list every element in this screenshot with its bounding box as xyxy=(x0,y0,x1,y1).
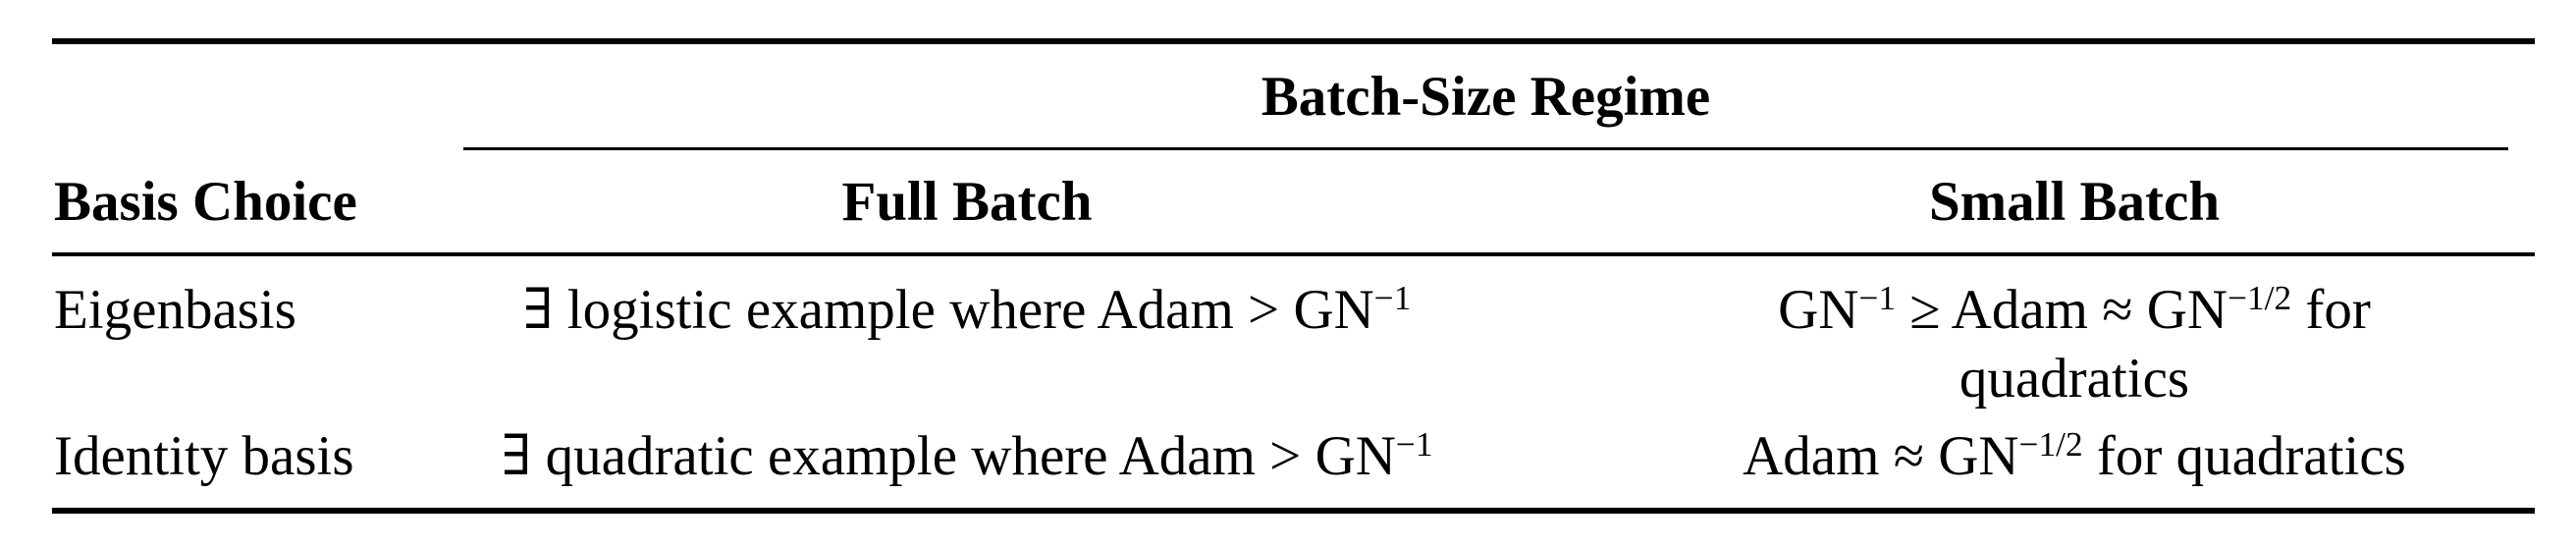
superscript-exponent: −1 xyxy=(1395,424,1433,464)
column-header-full-batch: Full Batch xyxy=(841,171,1093,233)
cell-identity-full-batch: ∃ quadratic example where Adam > GN−1 xyxy=(412,424,1522,487)
span-header-batch-size-regime: Batch-Size Regime xyxy=(1261,66,1711,128)
cell-text-line2: quadratics xyxy=(1959,348,2190,410)
column-header-small-batch: Small Batch xyxy=(1928,171,2221,233)
cell-text: ∃ quadratic example where Adam > GN xyxy=(501,425,1396,487)
superscript-exponent: −1/2 xyxy=(2018,424,2083,464)
header-midrule xyxy=(52,252,2535,256)
cell-text: Adam ≈ GN xyxy=(1743,425,2019,487)
cell-text: for quadratics xyxy=(2082,425,2406,487)
table-top-rule xyxy=(52,38,2535,44)
cell-text: GN xyxy=(1778,279,1859,341)
cell-text: ∃ logistic example where Adam > GN xyxy=(522,279,1374,341)
batch-size-regime-cmidrule xyxy=(463,147,2508,150)
table-bottom-rule xyxy=(52,508,2535,514)
cell-eigenbasis-small-batch: GN−1 ≥ Adam ≈ GN−1/2 for quadratics xyxy=(1579,276,2570,413)
superscript-exponent: −1 xyxy=(1858,278,1897,317)
cell-identity-small-batch: Adam ≈ GN−1/2 for quadratics xyxy=(1579,424,2570,487)
superscript-exponent: −1/2 xyxy=(2227,278,2292,317)
cell-eigenbasis-full-batch: ∃ logistic example where Adam > GN−1 xyxy=(412,278,1522,341)
superscript-exponent: −1 xyxy=(1373,278,1412,317)
cell-text: for xyxy=(2291,279,2371,341)
cell-text: ≥ Adam ≈ GN xyxy=(1896,279,2228,341)
row-header-identity-basis: Identity basis xyxy=(54,425,354,487)
row-header-eigenbasis: Eigenbasis xyxy=(54,279,296,341)
column-header-basis-choice: Basis Choice xyxy=(54,171,357,233)
